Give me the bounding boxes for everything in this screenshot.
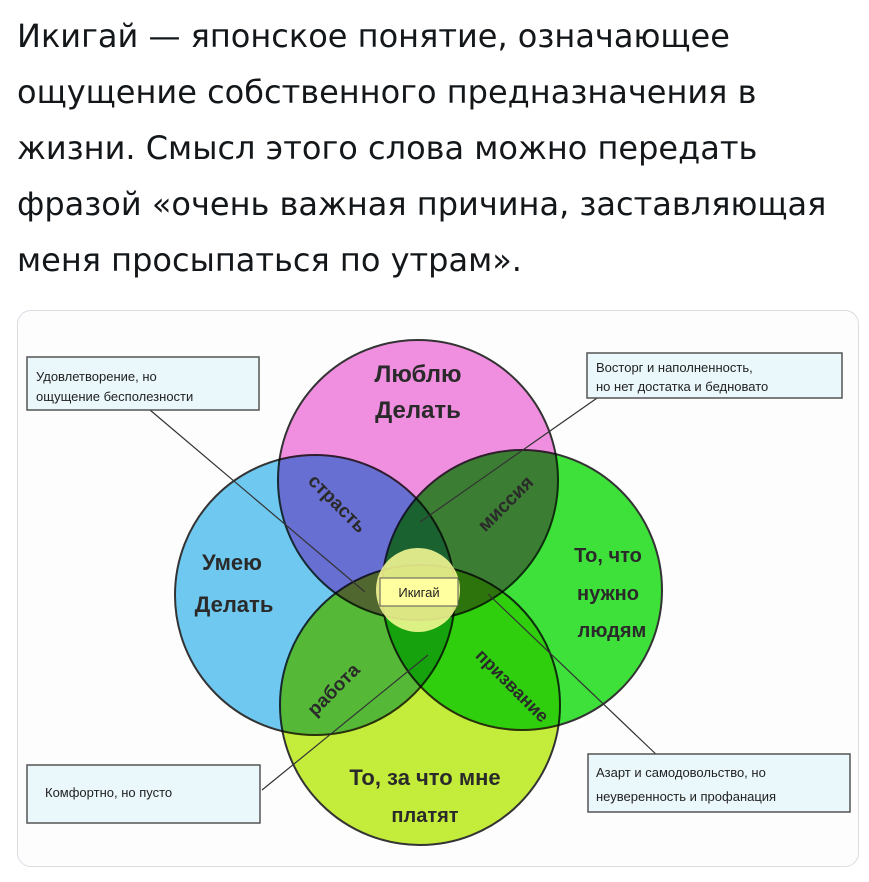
label-good-at-2: Делать: [195, 592, 274, 617]
svg-text:Азарт и самодовольство, но: Азарт и самодовольство, но: [596, 765, 766, 780]
label-needs-1: То, что: [574, 545, 642, 567]
tweet-text: Икигай — японское понятие, означающее ощ…: [17, 17, 827, 279]
label-paid-1: То, за что мне: [349, 765, 500, 790]
label-ikigai: Икигай: [398, 585, 439, 600]
svg-text:но нет достатка и бедновато: но нет достатка и бедновато: [596, 379, 768, 394]
label-needs-2: нужно: [577, 583, 639, 605]
note-top-right: Восторг и наполненность, но нет достатка…: [586, 352, 843, 399]
ikigai-box: [379, 577, 459, 607]
svg-text:Удовлетворение, но: Удовлетворение, но: [36, 369, 157, 384]
note-bottom-right: Азарт и самодовольство, но неуверенность…: [587, 753, 851, 813]
label-love-1: Люблю: [375, 361, 462, 388]
label-good-at-1: Умею: [202, 550, 262, 575]
label-paid-2: платят: [391, 805, 458, 827]
leader-lines: [149, 395, 661, 791]
label-needs-3: людям: [578, 620, 647, 642]
svg-text:Восторг и наполненность,: Восторг и наполненность,: [596, 360, 753, 375]
svg-text:Комфортно, но пусто: Комфортно, но пусто: [45, 785, 172, 800]
note-top-left: Удовлетворение, но ощущение бесполезност…: [26, 356, 260, 411]
note-bottom-left: Комфортно, но пусто: [26, 764, 261, 824]
label-love-2: Делать: [375, 397, 461, 424]
svg-text:неуверенность и профанация: неуверенность и профанация: [596, 789, 776, 804]
svg-text:ощущение бесполезности: ощущение бесполезности: [36, 389, 193, 404]
